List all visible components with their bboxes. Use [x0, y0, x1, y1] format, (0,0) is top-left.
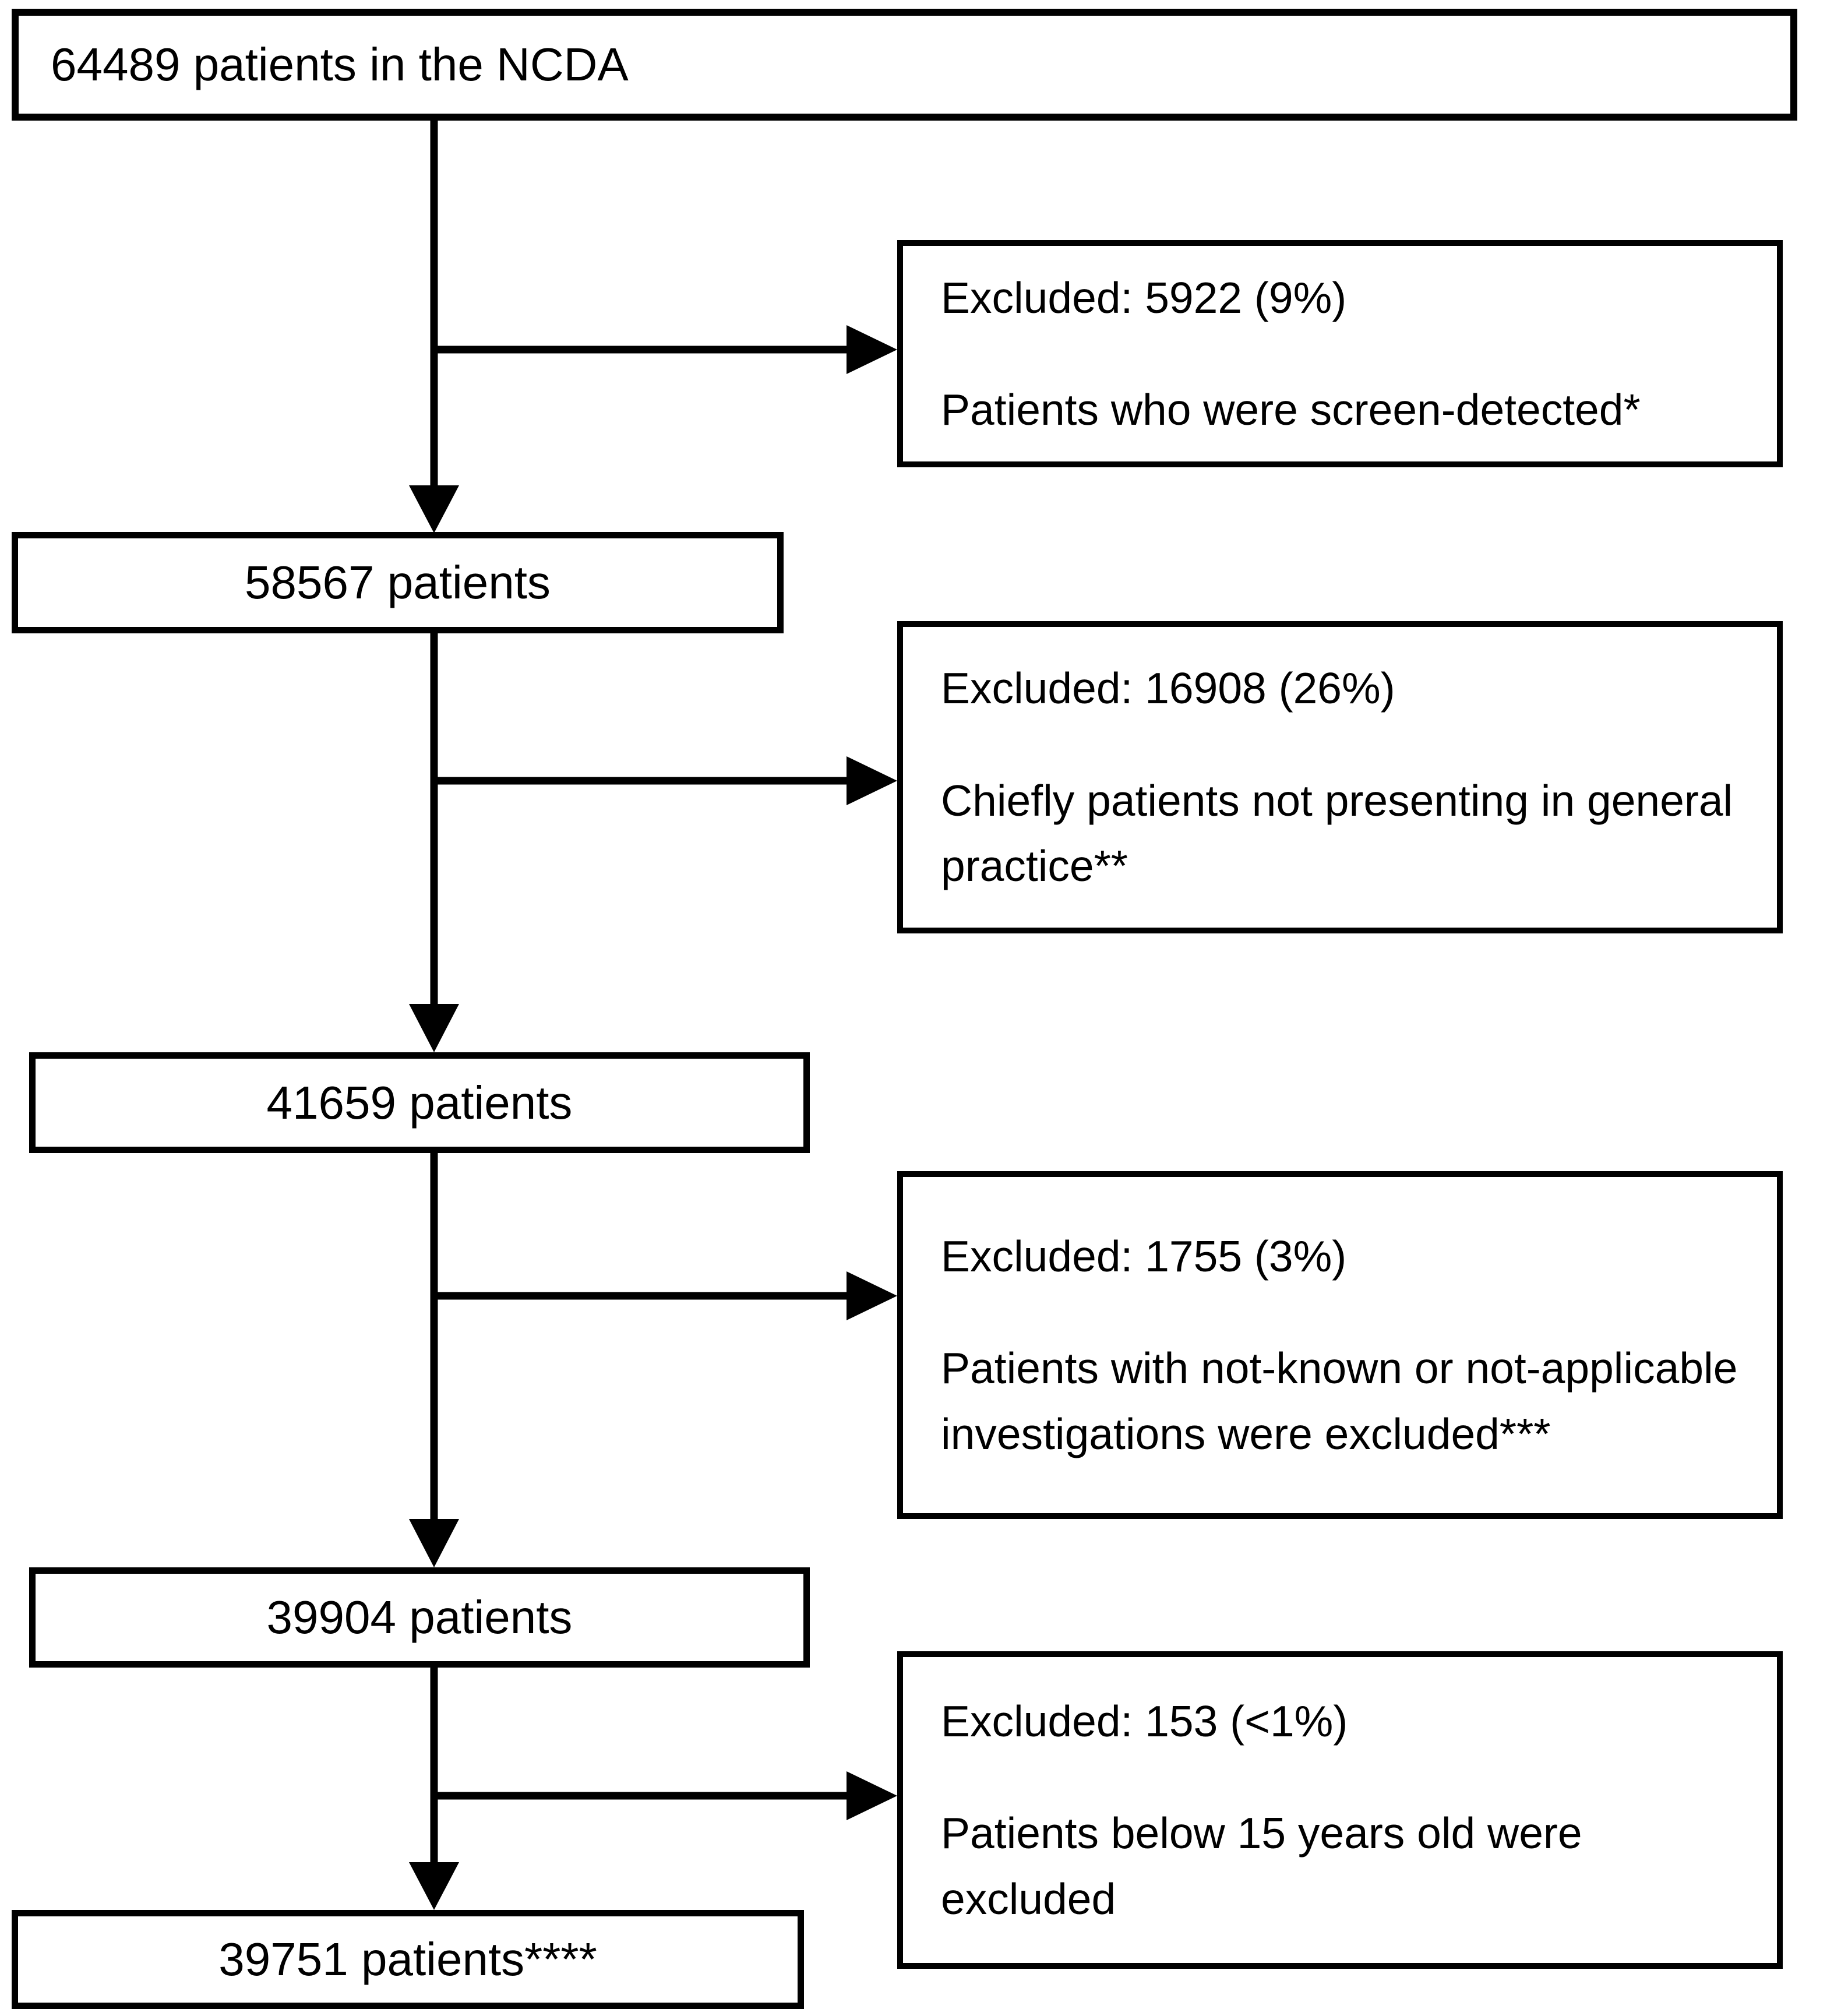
flow-box-final-cohort: 39751 patients**** — [12, 1910, 804, 2009]
exclusion-description: Patients with not-known or not-applicabl… — [941, 1344, 1738, 1458]
exclusion-description: Chiefly patients not presenting in gener… — [941, 776, 1733, 891]
exclusion-box-screen-detected: Excluded: 5922 (9%) Patients who were sc… — [897, 240, 1783, 467]
exclusion-box-not-presenting: Excluded: 16908 (26%) Chiefly patients n… — [897, 621, 1783, 933]
flow-box-label: 58567 patients — [245, 556, 551, 608]
exclusion-count: Excluded: 153 (<1%) — [941, 1696, 1348, 1746]
flow-box-after-presentation-exclusion: 41659 patients — [29, 1052, 810, 1153]
exclusion-description: Patients below 15 years old were exclude… — [941, 1809, 1582, 1923]
arrow-right-2 — [434, 756, 897, 805]
arrow-down-4 — [409, 1666, 459, 1910]
arrow-right-1 — [434, 325, 897, 374]
flow-box-after-screen-detected-exclusion: 58567 patients — [12, 532, 784, 633]
exclusion-box-investigations: Excluded: 1755 (3%) Patients with not-kn… — [897, 1171, 1783, 1519]
exclusion-box-under-15: Excluded: 153 (<1%) Patients below 15 ye… — [897, 1651, 1783, 1969]
exclusion-count: Excluded: 5922 (9%) — [941, 273, 1347, 322]
flow-box-label: 39751 patients**** — [218, 1933, 597, 1985]
exclusion-description: Patients who were screen-detected* — [941, 385, 1641, 434]
flow-box-label: 41659 patients — [266, 1076, 573, 1129]
arrow-down-1 — [409, 121, 459, 533]
exclusion-count: Excluded: 16908 (26%) — [941, 664, 1395, 713]
flow-box-after-investigations-exclusion: 39904 patients — [29, 1567, 810, 1668]
flow-box-label: 39904 patients — [266, 1591, 573, 1643]
arrow-down-2 — [409, 632, 459, 1052]
exclusion-count: Excluded: 1755 (3%) — [941, 1231, 1347, 1281]
flow-box-label: 64489 patients in the NCDA — [51, 38, 629, 90]
arrow-right-3 — [434, 1271, 897, 1320]
arrow-right-4 — [434, 1771, 897, 1820]
arrow-down-3 — [409, 1152, 459, 1567]
flow-box-ncda-total: 64489 patients in the NCDA — [12, 9, 1797, 121]
